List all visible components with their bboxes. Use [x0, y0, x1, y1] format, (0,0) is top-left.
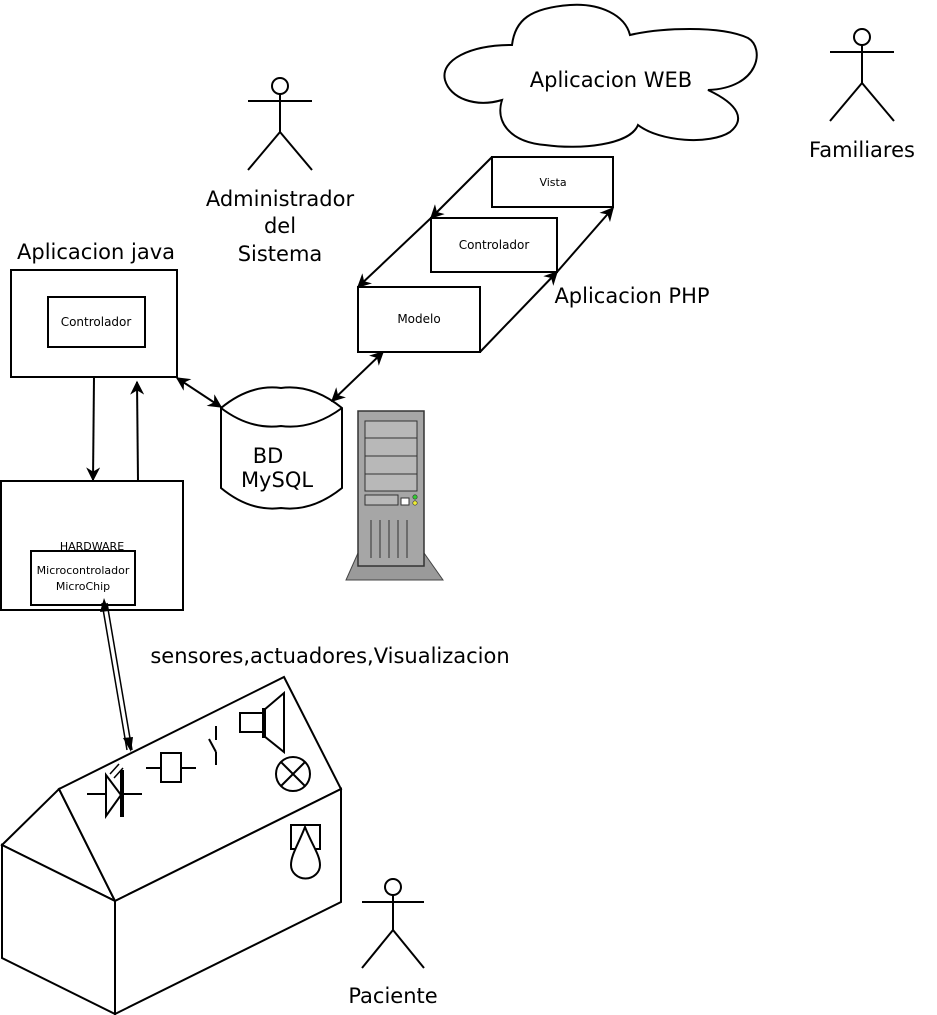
speaker-icon	[239, 690, 285, 755]
resistor-icon	[146, 752, 196, 783]
house-caption: sensores,actuadores,Visualizacion	[150, 644, 509, 668]
switch-icon	[208, 726, 217, 765]
admin-label-line2: del	[264, 214, 296, 238]
familiares-actor: Familiares	[809, 28, 915, 162]
vista-box	[491, 156, 614, 208]
php-controlador-box	[430, 217, 558, 273]
php-app: Vista Controlador Modelo Aplicacion PHP	[356, 156, 710, 353]
java-app: Aplicacion java Controlador	[10, 240, 178, 378]
php-app-title: Aplicacion PHP	[554, 284, 709, 308]
modelo-box	[357, 286, 481, 353]
web-app-label: Aplicacion WEB	[530, 68, 692, 92]
hardware-title: HARDWARE	[60, 540, 124, 553]
familiares-label: Familiares	[809, 138, 915, 162]
admin-actor: Administrador del Sistema	[206, 77, 355, 266]
db-modelo-arrow	[330, 351, 385, 402]
microchip-label-line1: Microcontrolador	[37, 564, 130, 577]
php-controlador-label: Controlador	[459, 238, 530, 252]
modelo-label: Modelo	[397, 312, 440, 326]
microchip-label-line2: MicroChip	[56, 580, 110, 593]
paciente-label: Paciente	[348, 984, 437, 1008]
paciente-actor: Paciente	[348, 878, 438, 1008]
admin-label-line1: Administrador	[206, 187, 355, 211]
server-icon	[345, 410, 444, 581]
db-java-arrow	[175, 377, 223, 408]
microchip-box	[30, 550, 136, 606]
java-to-hardware-arrow	[86, 376, 101, 482]
web-app-cloud: Aplicacion WEB	[443, 3, 758, 148]
water-sensor-icon	[289, 824, 322, 880]
java-controller-box	[47, 296, 146, 348]
photodiode-icon	[87, 763, 142, 820]
java-controller-label: Controlador	[61, 315, 132, 329]
hardware: HARDWARE Microcontrolador MicroChip	[0, 480, 184, 611]
hardware-house-arrow	[100, 598, 133, 752]
db-label-line2: MySQL	[241, 468, 313, 492]
lamp-icon	[275, 756, 311, 792]
admin-label-line3: Sistema	[238, 242, 323, 266]
hardware-to-java-arrow	[130, 380, 145, 482]
vista-label: Vista	[539, 176, 566, 189]
java-app-title: Aplicacion java	[17, 240, 175, 264]
db-label-line1: BD	[253, 444, 284, 468]
database: BD MySQL	[220, 386, 343, 510]
